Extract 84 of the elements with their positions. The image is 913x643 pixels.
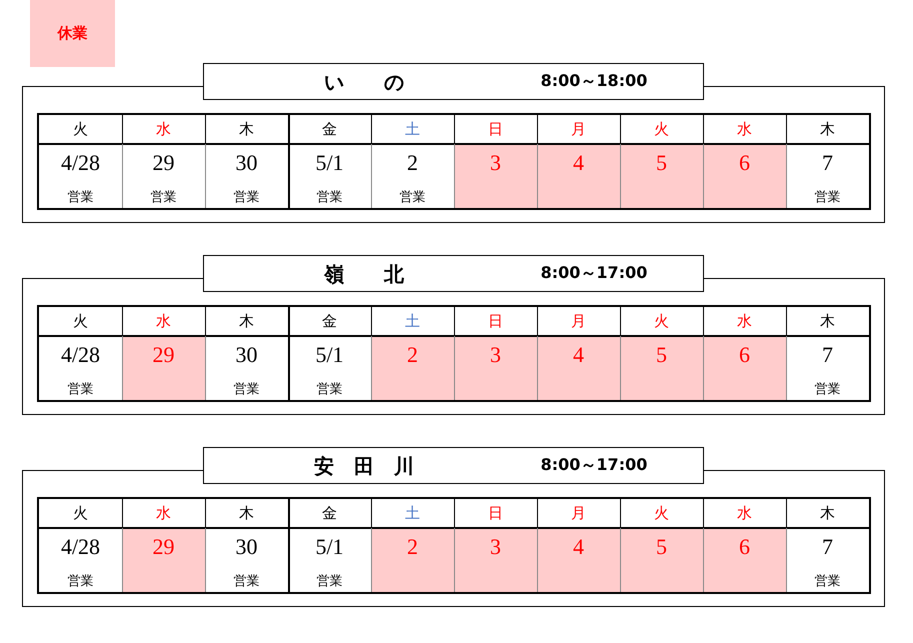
status-label: 営業 bbox=[814, 573, 842, 590]
date-label: 30 bbox=[234, 342, 258, 368]
status-label: 営業 bbox=[316, 381, 344, 398]
weekday-label: 火 bbox=[653, 504, 670, 523]
opening-hours: 8:00～17:00 bbox=[540, 263, 648, 284]
date-label: 30 bbox=[234, 150, 258, 176]
legend-label: 休業 bbox=[56, 24, 88, 43]
date-label: 5 bbox=[655, 150, 668, 176]
status-label: 営業 bbox=[66, 189, 94, 206]
weekday-label: 土 bbox=[404, 312, 421, 331]
date-label: 4/28 bbox=[60, 150, 102, 176]
status-label: 営業 bbox=[232, 189, 260, 206]
status-label: 営業 bbox=[814, 189, 842, 206]
date-label: 30 bbox=[234, 534, 258, 560]
weekday-label: 金 bbox=[321, 120, 338, 139]
weekday-label: 土 bbox=[404, 504, 421, 523]
status-label: 営業 bbox=[398, 189, 426, 206]
date-label: 7 bbox=[821, 150, 834, 176]
date-label: 2 bbox=[406, 150, 419, 176]
date-label: 4 bbox=[572, 342, 585, 368]
weekday-label: 月 bbox=[570, 504, 587, 523]
opening-hours: 8:00～17:00 bbox=[540, 455, 648, 476]
weekday-label: 水 bbox=[155, 312, 172, 331]
date-label: 4/28 bbox=[60, 342, 102, 368]
weekday-label: 金 bbox=[321, 504, 338, 523]
weekday-label: 水 bbox=[736, 504, 753, 523]
opening-hours: 8:00～18:00 bbox=[540, 71, 648, 92]
status-label: 営業 bbox=[814, 381, 842, 398]
date-label: 5/1 bbox=[314, 342, 345, 368]
status-label: 営業 bbox=[232, 573, 260, 590]
status-label: 営業 bbox=[232, 381, 260, 398]
location-header bbox=[203, 447, 704, 484]
weekday-label: 火 bbox=[653, 312, 670, 331]
date-label: 4 bbox=[572, 534, 585, 560]
weekday-label: 火 bbox=[72, 312, 89, 331]
date-label: 5/1 bbox=[314, 150, 345, 176]
weekday-label: 金 bbox=[321, 312, 338, 331]
weekday-label: 水 bbox=[736, 120, 753, 139]
weekday-label: 水 bbox=[155, 120, 172, 139]
date-label: 6 bbox=[738, 342, 751, 368]
weekday-label: 木 bbox=[819, 504, 836, 523]
date-label: 3 bbox=[489, 534, 502, 560]
weekday-label: 月 bbox=[570, 120, 587, 139]
location-name: 安 田 川 bbox=[313, 453, 415, 480]
date-label: 2 bbox=[406, 534, 419, 560]
weekday-label: 日 bbox=[487, 504, 504, 523]
location-header bbox=[203, 255, 704, 292]
date-label: 4 bbox=[572, 150, 585, 176]
weekday-label: 水 bbox=[155, 504, 172, 523]
weekday-label: 火 bbox=[72, 504, 89, 523]
date-label: 3 bbox=[489, 150, 502, 176]
weekday-label: 木 bbox=[238, 312, 255, 331]
status-label: 営業 bbox=[66, 381, 94, 398]
status-label: 営業 bbox=[316, 573, 344, 590]
date-label: 7 bbox=[821, 342, 834, 368]
date-label: 29 bbox=[152, 150, 176, 176]
weekday-label: 木 bbox=[819, 120, 836, 139]
date-label: 5 bbox=[655, 342, 668, 368]
weekday-label: 火 bbox=[653, 120, 670, 139]
status-label: 営業 bbox=[66, 573, 94, 590]
weekday-label: 日 bbox=[487, 120, 504, 139]
date-label: 7 bbox=[821, 534, 834, 560]
weekday-label: 木 bbox=[819, 312, 836, 331]
status-label: 営業 bbox=[150, 189, 178, 206]
date-label: 6 bbox=[738, 534, 751, 560]
weekday-label: 土 bbox=[404, 120, 421, 139]
date-label: 2 bbox=[406, 342, 419, 368]
date-label: 29 bbox=[152, 534, 176, 560]
weekday-label: 日 bbox=[487, 312, 504, 331]
date-label: 5/1 bbox=[314, 534, 345, 560]
date-label: 5 bbox=[655, 534, 668, 560]
date-label: 4/28 bbox=[60, 534, 102, 560]
location-header bbox=[203, 63, 704, 100]
weekday-label: 木 bbox=[238, 504, 255, 523]
weekday-label: 火 bbox=[72, 120, 89, 139]
date-label: 29 bbox=[152, 342, 176, 368]
weekday-label: 月 bbox=[570, 312, 587, 331]
location-name: 嶺 北 bbox=[322, 261, 405, 288]
status-label: 営業 bbox=[316, 189, 344, 206]
weekday-label: 水 bbox=[736, 312, 753, 331]
weekday-label: 木 bbox=[238, 120, 255, 139]
date-label: 3 bbox=[489, 342, 502, 368]
date-label: 6 bbox=[738, 150, 751, 176]
location-name: い の bbox=[323, 69, 405, 96]
